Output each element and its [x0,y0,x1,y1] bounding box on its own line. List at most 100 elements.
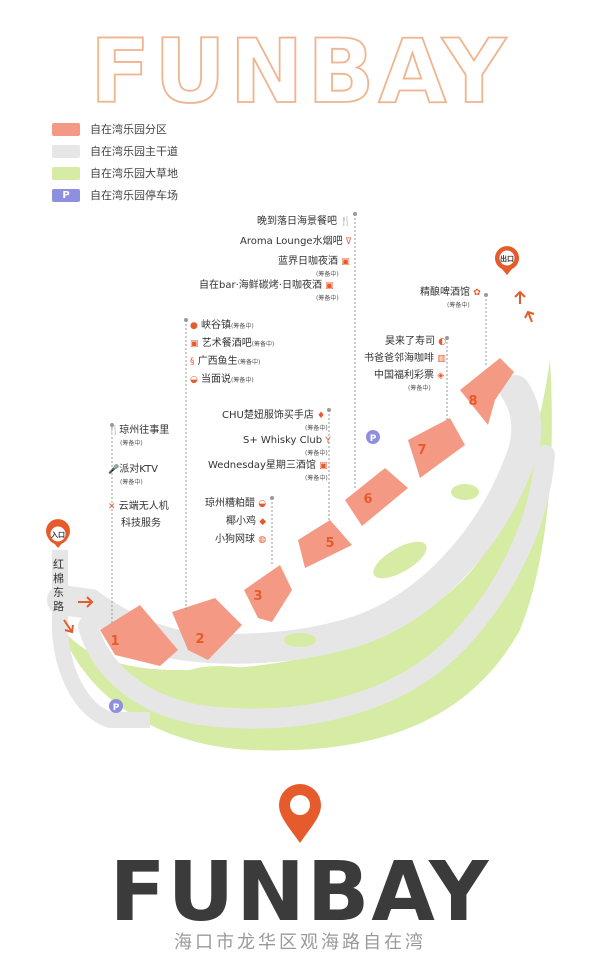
shop-name: 广西鱼生 [197,356,238,367]
shop-name: 艺术餐酒吧 [201,338,252,349]
shop-sunset-bar[interactable]: 晚到落日海景餐吧 🍴 [257,216,351,228]
zone-2[interactable] [172,598,242,660]
shop-zaopo-cu[interactable]: 琼州糟粕醋 ◒ [205,498,266,510]
zone-number-1: 1 [110,634,119,649]
shop-chu-boutique[interactable]: CHU楚妞服饰买手店 ♦ [222,410,325,422]
funbay-title-outline: FUNBAY [89,19,510,118]
legend-swatch-road [52,144,80,158]
hookah-icon: ߜ [345,237,352,247]
address: 海口市龙华区观海路自在湾 [174,932,426,953]
shop-name: 中国福利彩票 [374,370,434,381]
legend-item-parking: P 自在湾乐园停车场 [52,184,178,206]
shop-name: 云端无人机 [118,501,169,512]
legend-item-zone: 自在湾乐园分区 [52,118,178,140]
zone-8[interactable] [460,358,514,425]
leader-dot [270,496,274,500]
legend-label-parking: 自在湾乐园停车场 [90,189,178,202]
shop-name: S+ Whisky Club [243,435,323,446]
shop-puppy-tennis[interactable]: 小狗网球 ◍ [215,534,266,546]
shop-whisky-club[interactable]: S+ Whisky Club Y [243,435,331,447]
parking-letter: P [370,434,377,444]
shop-aroma-lounge[interactable]: Aroma Lounge水烟吧 ߜ [240,236,351,248]
pending-tag: (筹备中) [305,450,328,457]
parking-marker[interactable]: P [366,430,380,444]
cocktail-icon: Y [325,436,331,446]
pending-tag: (筹备中) [316,271,339,278]
zone-number-3: 3 [253,589,262,604]
exit-marker[interactable]: 出口 [494,246,520,275]
shop-cloud-drone[interactable]: ✕ 云端无人机 [108,501,169,513]
bowl-icon: ◒ [258,499,267,509]
shop-name: 琼州往事里 [119,425,170,436]
leader-dot [484,293,488,297]
shop-name: 晚到落日海景餐吧 [257,216,337,227]
beer-icon: ▣ [341,257,350,267]
entrance-label: 入口 [50,531,65,539]
arrow-right-icon [78,596,94,608]
entrance-road [52,550,150,728]
bowl-icon: ◒ [190,375,198,385]
leader-dot [445,336,449,340]
zone-1[interactable] [100,605,178,666]
hop-icon: ✿ [473,288,481,298]
leader-dot [353,212,357,216]
pending-tag: (筹备中) [231,323,254,330]
arrow-up-icon [514,290,526,304]
shop-name: 小狗网球 [215,534,255,545]
shop-art-bistro[interactable]: ▣ 艺术餐酒吧(筹备中) [190,338,274,351]
shop-wednesday-tavern[interactable]: Wednesday星期三酒馆 ▣ [208,460,328,472]
entrance-marker[interactable]: 入口 [45,519,70,548]
shop-coco-chicken[interactable]: 椰小鸡 ◆ [226,516,266,528]
ball-icon: ◍ [258,535,267,545]
clothes-icon: ♦ [317,411,326,421]
parking-letter: P [113,703,120,713]
grass-patch [451,484,479,500]
shop-xiagu-town[interactable]: ● 峡谷镇(筹备中) [190,320,254,333]
shop-name: 峡谷镇 [201,320,232,331]
shop-welfare-lottery[interactable]: 中国福利彩票 ◈ [374,370,444,382]
parking-marker[interactable]: P [109,699,123,713]
shop-blue-realm[interactable]: 蓝界日咖夜酒 ▣ [278,256,350,268]
arrow-down-icon [63,619,74,634]
zone-number-5: 5 [325,536,334,551]
hat-icon: ● [190,321,198,331]
park-map: 1 2 3 5 6 7 8 P P [45,212,555,751]
shop-name: 精酿啤酒馆 [420,287,470,298]
chicken-icon: ◆ [259,517,267,527]
zone-5[interactable] [298,520,352,568]
legend-label-road: 自在湾乐园主干道 [90,145,178,158]
road-name: 红棉东路 [53,558,64,613]
shop-qiongzhou-wangshi[interactable]: 🍴琼州往事里 [108,425,169,437]
shop-guangxi-fish[interactable]: § 广西鱼生(筹备中) [190,356,260,369]
book-icon: ▥ [437,354,446,364]
grass-patch [180,666,260,690]
fork-knife-icon: 🍴 [340,217,352,227]
zone-6[interactable] [345,468,408,526]
pending-tag: (筹备中) [120,479,143,486]
shop-name: 科技服务 [121,518,161,529]
shop-dangmian-shuo[interactable]: ◒ 当面说(筹备中) [190,374,254,387]
arrow-up-icon [524,310,535,323]
shop-zizai-bar[interactable]: 自在bar·海鲜碳烤·日咖夜酒 ▣ [199,280,334,292]
legend-label-zone: 自在湾乐园分区 [90,123,167,136]
shop-name: 昊来了寿司 [385,336,435,347]
zone-7[interactable] [408,418,465,478]
shop-name: 派对KTV [119,464,158,475]
shop-name: 蓝界日咖夜酒 [278,256,338,267]
funbay-title-top: FUNBAY [90,20,510,118]
pending-tag: (筹备中) [305,475,328,482]
microphone-icon: 🎤 [108,465,120,475]
shop-tech-service[interactable]: 科技服务 [121,518,161,530]
funbay-title-bottom: FUNBAY [110,850,491,930]
shop-name: 书爸爸邻海咖啡 [364,353,434,364]
shop-name: 自在bar·海鲜碳烤·日咖夜酒 [199,280,322,291]
shop-party-ktv[interactable]: 🎤派对KTV [108,464,158,476]
zone-number-2: 2 [195,632,204,647]
shop-shubaba-coffee[interactable]: 书爸爸邻海咖啡 ▥ [364,353,446,365]
zone-3[interactable] [244,565,292,622]
shop-haolaile-sushi[interactable]: 昊来了寿司 ◐ [385,336,446,348]
shop-craft-beer[interactable]: 精酿啤酒馆 ✿ [420,287,481,299]
lottery-icon: ◈ [437,371,445,381]
pending-tag: (筹备中) [120,440,143,447]
pending-tag: (筹备中) [447,302,470,309]
